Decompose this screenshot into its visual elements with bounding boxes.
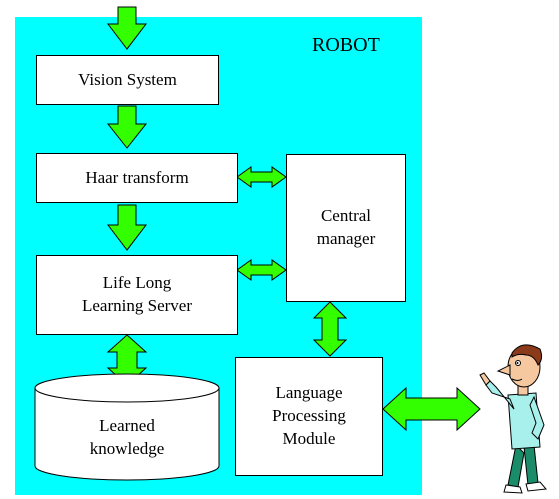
vision-system-label: Vision System [78, 69, 177, 89]
arrow-vision-to-haar [106, 105, 148, 149]
learned-knowledge-line2: knowledge [89, 438, 165, 458]
knowledge-database-cylinder [34, 373, 220, 481]
learned-knowledge-line1: Learned [99, 416, 155, 435]
person-pointing-icon [479, 344, 547, 494]
arrow-central-language [312, 301, 348, 357]
arrow-into-vision [106, 6, 148, 50]
language-label-line2: Processing [272, 406, 346, 426]
arrow-haar-central [236, 166, 287, 188]
haar-transform-label: Haar transform [85, 167, 189, 187]
haar-transform-box: Haar transform [36, 153, 238, 203]
central-manager-label-line2: manager [316, 229, 376, 248]
arrow-haar-to-lifelong [106, 204, 148, 251]
language-label-line3: Module [282, 428, 336, 448]
robot-label: ROBOT [312, 34, 380, 56]
language-label-line1: Language [275, 383, 343, 403]
language-processing-module-box: Language Processing Module [235, 357, 383, 476]
learned-knowledge-label: Learned knowledge [35, 415, 219, 461]
central-manager-label-line1: Central [320, 206, 372, 226]
life-long-label-line1: Life Long [102, 273, 172, 293]
arrow-language-person [382, 386, 481, 432]
central-manager-box: Central manager [286, 154, 406, 302]
life-long-label-line2: Learning Server [82, 296, 192, 315]
life-long-learning-server-box: Life Long Learning Server [36, 255, 238, 335]
arrow-lifelong-central [236, 259, 287, 281]
vision-system-box: Vision System [36, 55, 219, 105]
